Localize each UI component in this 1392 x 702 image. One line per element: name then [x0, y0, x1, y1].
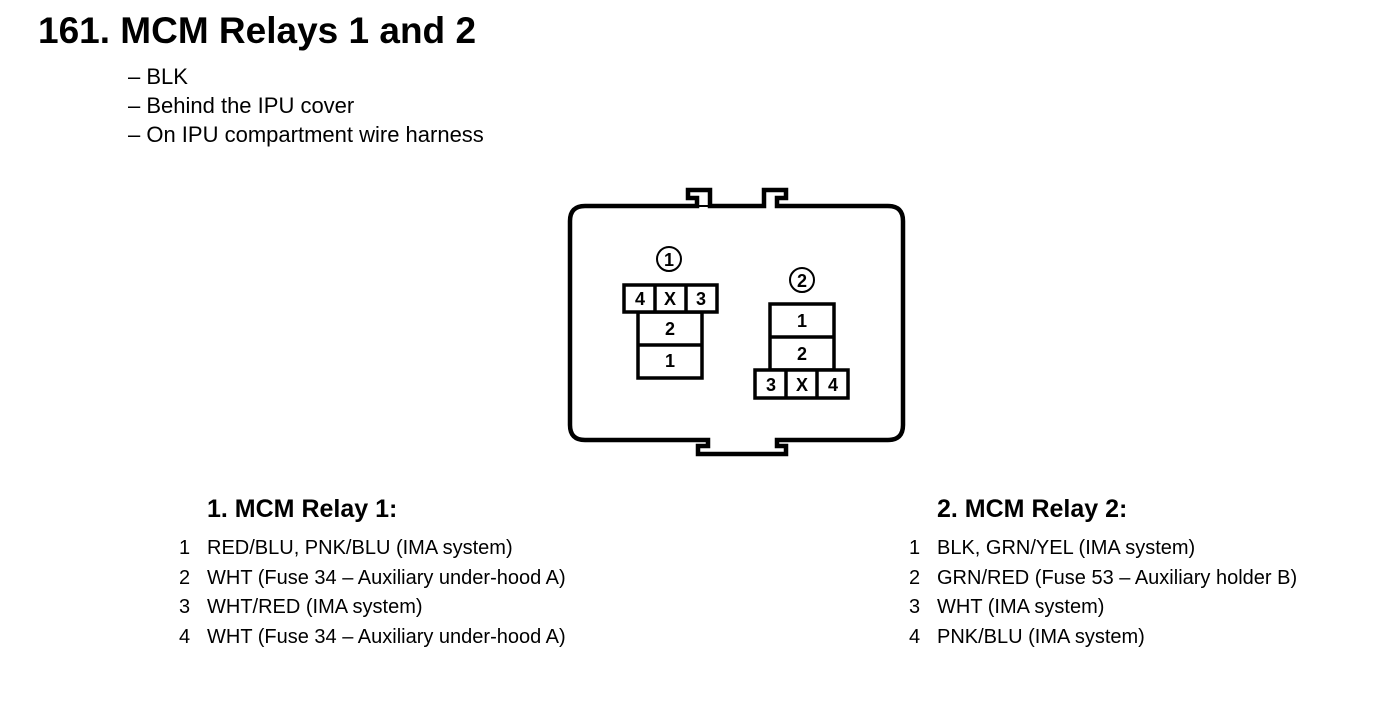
relay1-heading: 1. MCM Relay 1:: [207, 495, 398, 523]
pin-description: GRN/RED (Fuse 53 – Auxiliary holder B): [937, 566, 1298, 589]
pin-number: 4: [179, 625, 191, 648]
relay2-marker-circle: [789, 267, 815, 293]
relay1-pinout: 1. MCM Relay 1: 1 RED/BLU, PNK/BLU (IMA …: [179, 495, 566, 652]
pin-row: 3 WHT (IMA system): [909, 593, 1297, 623]
relay2-pin-3: 3: [766, 375, 776, 395]
pin-description: WHT/RED (IMA system): [207, 596, 423, 618]
pin-description: RED/BLU, PNK/BLU (IMA system): [207, 537, 513, 559]
relay1-pin-4: 4: [635, 289, 645, 309]
relay1-marker-circle: [656, 246, 682, 272]
pin-row: 1 RED/BLU, PNK/BLU (IMA system): [179, 534, 566, 564]
pin-row: 2 WHT (Fuse 34 – Auxiliary under-hood A): [179, 564, 566, 594]
relay2-pin-4: 4: [828, 375, 838, 395]
relay1-marker: 1: [664, 250, 674, 270]
relay1-pin-1: 1: [665, 351, 675, 371]
pin-description: WHT (Fuse 34 – Auxiliary under-hood A): [207, 625, 566, 648]
relay2-pin-x: X: [796, 375, 808, 395]
relay2-pin-1: 1: [797, 311, 807, 331]
pin-row: 1 BLK, GRN/YEL (IMA system): [909, 534, 1297, 564]
relay1-pin-3: 3: [696, 289, 706, 309]
relay2-socket: 2 1 2 3 X 4: [753, 267, 850, 400]
notes-list: – BLK – Behind the IPU cover – On IPU co…: [128, 62, 484, 149]
note-location: – Behind the IPU cover: [128, 93, 355, 118]
relay2-heading: 2. MCM Relay 2:: [937, 495, 1128, 523]
relay2-marker: 2: [797, 271, 807, 291]
pin-number: 1: [179, 537, 191, 559]
relay2-pin-2: 2: [797, 344, 807, 364]
relay1-socket: 1 4 X 3 2 1: [622, 246, 719, 380]
relay1-pin-x: X: [664, 289, 676, 309]
pin-number: 2: [909, 566, 921, 589]
pin-description: BLK, GRN/YEL (IMA system): [937, 537, 1196, 559]
pin-description: WHT (Fuse 34 – Auxiliary under-hood A): [207, 566, 566, 589]
pin-row: 4 WHT (Fuse 34 – Auxiliary under-hood A): [179, 623, 566, 653]
relay2-bottom-row: [753, 368, 850, 400]
relay1-top-row: [622, 283, 719, 314]
page-title: 161. MCM Relays 1 and 2: [38, 10, 477, 51]
pin-number: 1: [909, 537, 921, 559]
note-color: – BLK: [128, 64, 188, 89]
pin-number: 2: [179, 566, 191, 589]
relay2-pinout: 2. MCM Relay 2: 1 BLK, GRN/YEL (IMA syst…: [909, 495, 1297, 652]
pin-description: PNK/BLU (IMA system): [937, 625, 1145, 648]
pin-row: 2 GRN/RED (Fuse 53 – Auxiliary holder B): [909, 564, 1297, 594]
pin-description: WHT (IMA system): [937, 596, 1105, 618]
pin-row: 3 WHT/RED (IMA system): [179, 593, 566, 623]
note-harness: – On IPU compartment wire harness: [128, 122, 484, 147]
pin-number: 3: [909, 596, 921, 618]
pin-number: 4: [909, 625, 921, 648]
relay1-pin-2: 2: [665, 319, 675, 339]
pin-row: 4 PNK/BLU (IMA system): [909, 623, 1297, 653]
connector-housing: [567, 187, 906, 457]
pin-number: 3: [179, 596, 191, 618]
